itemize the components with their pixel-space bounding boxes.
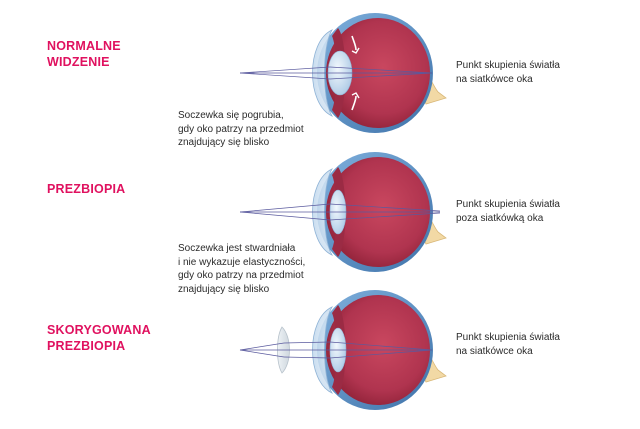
note-line: znajdujący się blisko	[178, 283, 270, 295]
arrow-icon	[351, 47, 360, 54]
note-line: gdy oko patrzy na przedmiot	[178, 123, 304, 135]
eye-presbyopia	[239, 152, 447, 272]
lens-note-presbyopia: Soczewka jest stwardniała i nie wykazuje…	[178, 242, 305, 296]
note-line: poza siatkówką oka	[456, 212, 544, 224]
focus-note-presbyopia: Punkt skupienia światła poza siatkówką o…	[456, 198, 560, 225]
title-line: SKORYGOWANA	[47, 323, 151, 337]
lens-note-normal: Soczewka się pogrubia, gdy oko patrzy na…	[178, 109, 304, 150]
eye-corrected-presbyopia	[239, 290, 447, 410]
arrow-icon	[351, 95, 357, 111]
note-line: i nie wykazuje elastyczności,	[178, 256, 306, 268]
note-line: na siatkówce oka	[456, 73, 533, 85]
focus-note-corrected: Punkt skupienia światła na siatkówce oka	[456, 331, 560, 358]
arrow-icon	[351, 92, 360, 99]
note-line: znajdujący się blisko	[178, 137, 270, 148]
note-line: na siatkówce oka	[456, 345, 533, 357]
note-line: gdy oko patrzy na przedmiot	[178, 270, 304, 281]
arrow-icon	[351, 35, 357, 51]
title-presbyopia: PREZBIOPIA	[47, 181, 125, 197]
light-rays	[239, 341, 433, 359]
title-line: NORMALNE	[47, 39, 121, 53]
note-line: Punkt skupienia światła	[456, 199, 560, 210]
note-line: Soczewka jest stwardniała	[178, 243, 296, 254]
note-line: Punkt skupienia światła	[456, 332, 560, 343]
title-normal-vision: NORMALNE WIDZENIE	[47, 38, 121, 70]
light-rays	[239, 66, 433, 80]
note-line: Punkt skupienia światła	[456, 60, 560, 71]
title-line: PREZBIOPIA	[47, 339, 126, 353]
title-corrected-presbyopia: SKORYGOWANA PREZBIOPIA	[47, 322, 151, 354]
eye-normal-vision	[239, 13, 447, 133]
title-line: PREZBIOPIA	[47, 182, 126, 196]
note-line: Soczewka się pogrubia,	[178, 110, 284, 121]
title-line: WIDZENIE	[47, 55, 110, 69]
light-rays	[239, 203, 441, 221]
focus-note-normal: Punkt skupienia światła na siatkówce oka	[456, 59, 560, 86]
